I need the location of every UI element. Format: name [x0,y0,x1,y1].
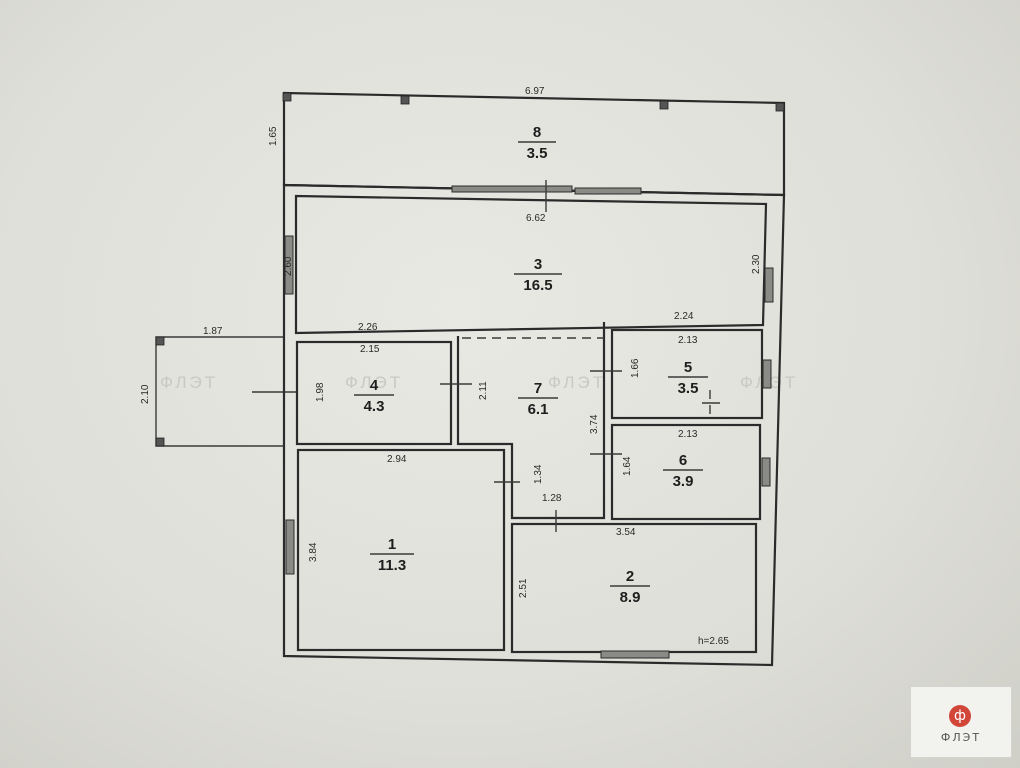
dim-room4-depth: 1.98 [315,382,326,402]
room-label-8: 8 3.5 [518,124,556,162]
room-label-2: 2 8.9 [610,568,650,606]
window [761,457,771,487]
column-marker [400,95,410,105]
window [600,650,670,659]
column-marker [282,92,292,102]
dim-room6-depth: 1.64 [622,456,633,476]
room-5-outline [610,328,764,420]
room-label-5: 5 3.5 [668,359,708,397]
window [451,185,573,193]
dim-room2-depth: 2.51 [518,578,529,598]
dim-porch-width: 1.87 [203,326,223,337]
room-number: 1 [388,536,396,553]
dim-hall-top-left: 2.26 [358,322,378,333]
room-8-outline [282,91,786,197]
dim-room4-width: 2.15 [360,344,380,355]
watermark: ФЛЭТ [345,373,403,392]
column-marker [155,336,165,346]
room-area: 11.3 [378,557,406,574]
room-number: 3 [534,256,542,273]
dim-hall-left: 2.11 [478,381,489,400]
room-area: 3.9 [673,473,694,490]
logo-text: ФЛЭТ [940,731,982,744]
dim-terrace-depth: 1.65 [268,126,279,146]
room-number: 2 [626,568,634,585]
room-area: 6.1 [528,401,549,418]
room-6-outline [610,423,762,521]
watermark: ФЛЭТ [548,373,606,392]
room-number: 4 [370,377,379,394]
room-label-4: 4 4.3 [354,377,394,415]
dim-room3-left: 2.60 [283,256,294,276]
window [574,187,642,195]
porch-outline [155,336,284,447]
dim-room1-width: 2.94 [387,454,407,465]
window [762,359,772,389]
flat-logo: ф ФЛЭТ [910,686,1012,758]
room-label-6: 6 3.9 [663,452,703,490]
room-area: 16.5 [523,277,552,294]
dim-ceiling-height: h=2.65 [698,636,729,647]
watermark: ФЛЭТ [160,373,218,392]
dim-room3-width: 6.62 [526,213,546,224]
dim-room5-depth: 1.66 [630,358,641,378]
room-number: 6 [679,452,687,469]
room-number: 5 [684,359,692,376]
room-number: 8 [533,124,541,141]
room-label-3: 3 16.5 [514,256,562,294]
column-marker [775,102,785,112]
dim-porch-depth: 2.10 [140,384,151,404]
room-2-outline [510,522,758,654]
dim-top-total: 6.97 [525,86,545,97]
dim-room6-width: 2.13 [678,429,698,440]
dim-room1-depth: 3.84 [308,542,319,562]
room-area: 3.5 [527,145,548,162]
window [764,267,774,303]
dim-room5-width: 2.13 [678,335,698,346]
room-1-outline [296,448,506,652]
room-label-1: 1 11.3 [370,536,414,574]
column-marker [155,437,165,447]
room-4-outline [295,340,453,446]
dim-hall-right: 3.74 [589,414,600,434]
room-area: 4.3 [364,398,385,415]
dim-room3-right: 2.30 [751,254,762,274]
room-area: 3.5 [678,380,699,397]
room-number: 7 [534,380,542,397]
column-marker [659,100,669,110]
window [285,519,295,575]
window [284,235,294,295]
dim-room2-width: 3.54 [616,527,636,538]
logo-icon: ф [949,705,971,727]
room-area: 8.9 [620,589,641,606]
dim-hall-bottom: 1.28 [542,493,562,504]
dim-hall-top-right: 2.24 [674,311,694,322]
room-label-7: 7 6.1 [518,380,558,418]
room-3-outline [294,194,768,335]
dim-hall-step: 1.34 [533,464,544,484]
room-7-outline [456,322,606,520]
